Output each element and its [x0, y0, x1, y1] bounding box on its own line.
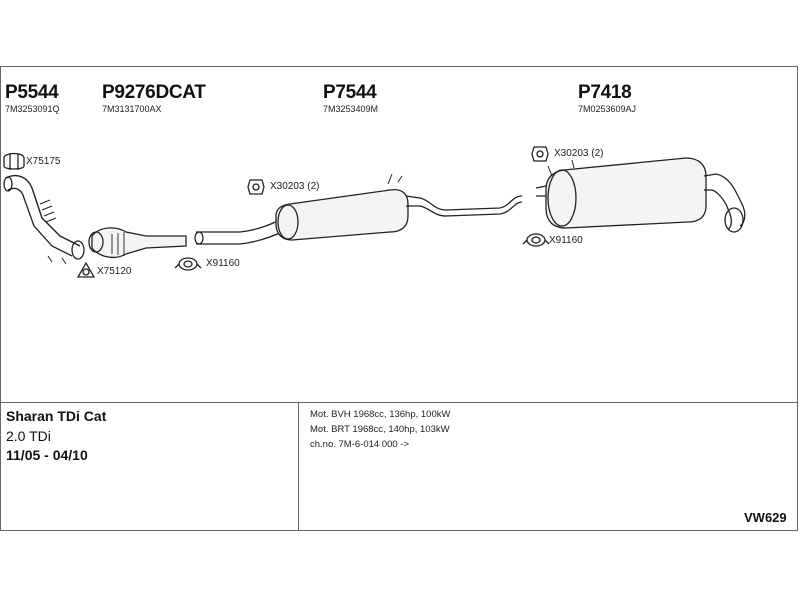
- oem-number-p9276dcat: 7M3131700AX: [102, 104, 162, 114]
- rear-silencer-drawing: [535, 157, 746, 233]
- part-number-p7418: P7418: [578, 82, 632, 103]
- exhaust-system-diagram: [3, 146, 746, 278]
- gasket-icon: [76, 261, 96, 278]
- front-pipe-drawing: [3, 174, 85, 265]
- diagram-frame: [0, 66, 798, 531]
- info-column-divider: [298, 402, 299, 531]
- chassis-number-line: ch.no. 7M-6-014 000 ->: [310, 439, 410, 450]
- oem-number-p5544: 7M3253091Q: [5, 104, 60, 114]
- accessory-label-x91160: X91160: [206, 258, 240, 269]
- accessory-label-x30203: X30203 (2): [554, 148, 604, 159]
- part-number-p9276dcat: P9276DCAT: [102, 82, 206, 103]
- engine-line: Mot. BRT 1968cc, 140hp, 103kW: [310, 424, 450, 435]
- rubber-hanger-icon: [531, 146, 549, 162]
- vehicle-model: Sharan TDi Cat: [6, 408, 107, 424]
- engine-line: Mot. BVH 1968cc, 136hp, 100kW: [310, 409, 451, 420]
- clamp-icon: [3, 152, 25, 170]
- info-divider: [0, 402, 798, 403]
- clamp-icon: [174, 257, 202, 271]
- accessory-label-x75120: X75120: [97, 266, 132, 277]
- middle-silencer-drawing: [194, 173, 523, 245]
- accessory-label-x75175: X75175: [26, 156, 61, 167]
- catalytic-converter-drawing: [88, 227, 187, 259]
- oem-number-p7418: 7M0253609AJ: [578, 104, 637, 114]
- part-number-p7544: P7544: [323, 82, 377, 103]
- reference-code: VW629: [744, 510, 787, 525]
- part-number-p5544: P5544: [5, 82, 59, 103]
- rubber-hanger-icon: [247, 179, 265, 195]
- accessory-label-x30203: X30203 (2): [270, 181, 320, 192]
- clamp-icon: [522, 233, 550, 247]
- production-years: 11/05 - 04/10: [6, 447, 88, 463]
- accessory-label-x91160: X91160: [549, 235, 583, 246]
- engine-size: 2.0 TDi: [6, 428, 51, 444]
- oem-number-p7544: 7M3253409M: [323, 104, 379, 114]
